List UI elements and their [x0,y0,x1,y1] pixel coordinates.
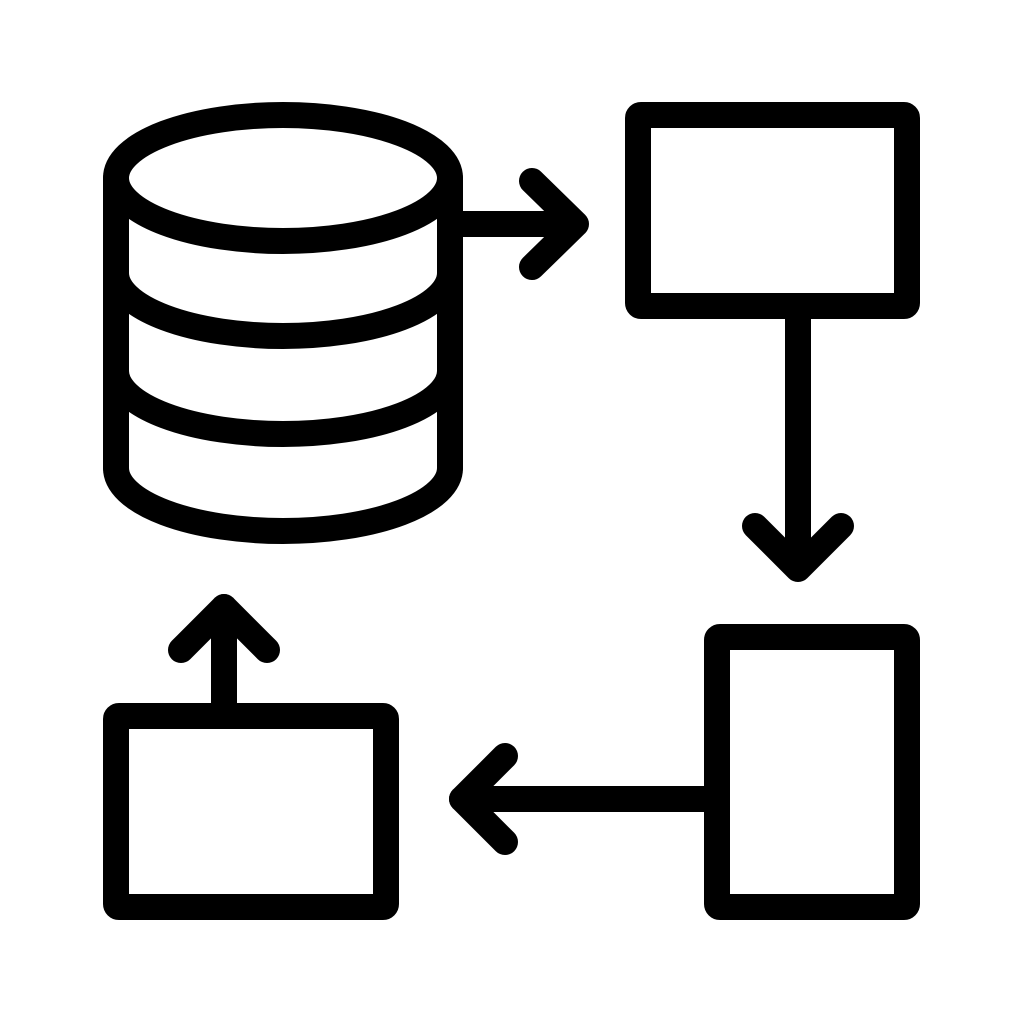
arrow-left [449,743,730,855]
arrow-down-head [742,513,854,582]
arrow-right [437,168,589,280]
process-box-bottom-left [103,703,399,920]
database-layer-divider [103,358,463,447]
arrow-right-head [519,168,589,280]
process-box-bottom-right [704,624,920,920]
arrow-up [168,594,280,729]
process-box-top-right [625,102,920,319]
database-bottom-curve [103,455,463,544]
arrow-down [742,293,854,582]
database-icon [103,102,463,544]
database-layer-divider [103,260,463,349]
arrow-up-head [168,594,280,663]
database-top-ellipse [103,102,463,254]
arrow-left-head [449,743,518,855]
